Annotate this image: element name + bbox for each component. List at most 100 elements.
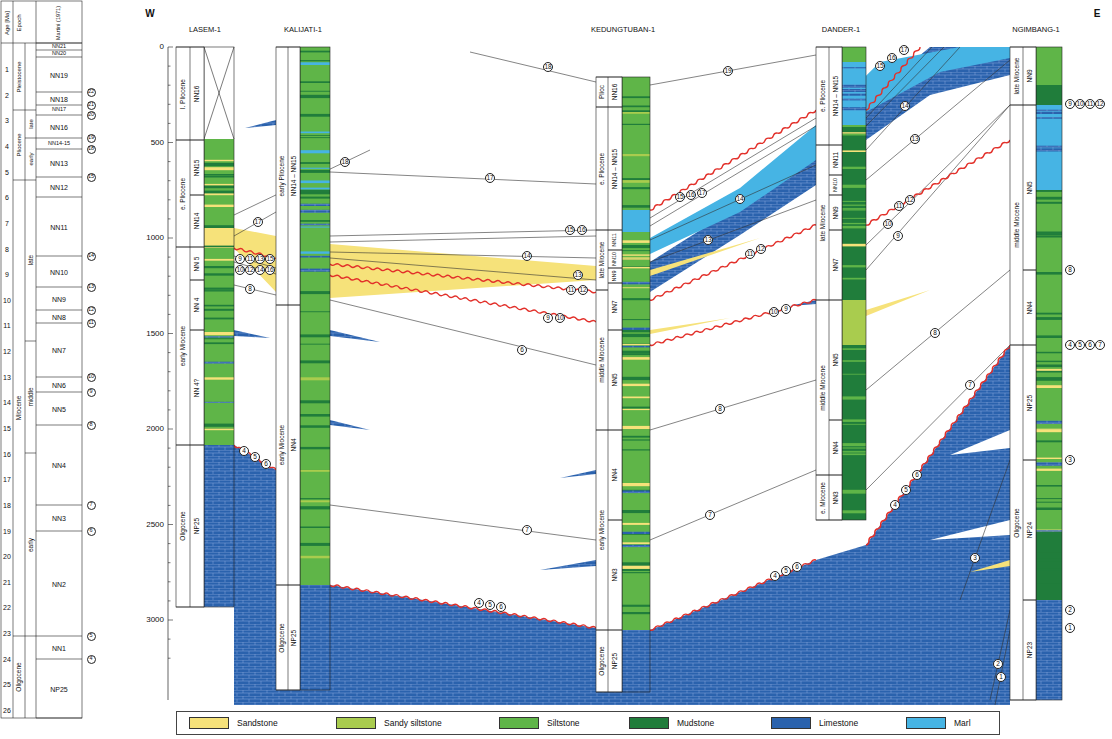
legend-swatch xyxy=(499,717,539,729)
lithology-bed xyxy=(622,407,650,409)
callout-number: 14 xyxy=(87,252,96,261)
age-number: 7 xyxy=(5,220,9,227)
age-boundary xyxy=(176,140,190,141)
callout-number: 12 xyxy=(756,244,766,254)
epoch-label: Pliocene xyxy=(16,133,22,156)
epoch-label: Oligocene xyxy=(16,662,23,691)
depth-tick xyxy=(168,448,171,449)
callout-number: 15 xyxy=(875,61,885,71)
direction-label: W xyxy=(145,9,154,19)
lithology-bed xyxy=(1036,440,1062,442)
callout-number: 1 xyxy=(996,672,1006,682)
callout-number: 16 xyxy=(686,190,696,200)
lithology-interval xyxy=(204,139,234,228)
zone-label: NN14 – NN15 xyxy=(832,76,839,116)
timescale-frame xyxy=(1,1,82,718)
zone-boundary xyxy=(829,230,842,231)
correlation-line xyxy=(866,105,1010,270)
callout-number: 7 xyxy=(1095,340,1105,350)
legend-swatch xyxy=(906,717,946,729)
depth-tick xyxy=(168,123,171,124)
lithology-bed xyxy=(622,562,650,565)
age-boundary xyxy=(816,475,829,476)
lithology-bed xyxy=(1036,236,1062,238)
lithology-column xyxy=(204,47,234,607)
legend-swatch xyxy=(629,717,669,729)
lithology-bed xyxy=(204,402,234,403)
lithology-bed xyxy=(300,150,330,153)
lithology-bed xyxy=(842,210,866,211)
age-number: 23 xyxy=(3,630,11,637)
lithology-bed xyxy=(300,220,330,222)
lithology-bed xyxy=(300,269,330,272)
lithology-bed xyxy=(842,491,866,494)
zone-boundary xyxy=(608,520,622,521)
stratigraphy-column xyxy=(276,47,300,690)
depth-tick xyxy=(168,505,171,506)
age-boundary xyxy=(1010,105,1023,106)
callout-number: 7 xyxy=(705,510,715,520)
correlation-line xyxy=(866,345,1010,490)
zone-boundary xyxy=(36,310,82,311)
lithology-bed xyxy=(1036,530,1062,531)
lithology-bed xyxy=(204,332,234,334)
age-label: e. Pliocene xyxy=(819,80,826,112)
lithology-bed xyxy=(1036,429,1062,432)
callout-number: 12 xyxy=(578,285,588,295)
age-number: 25 xyxy=(3,681,11,688)
lithology-bed xyxy=(622,426,650,429)
lithology-bed xyxy=(622,566,650,569)
callout-number: 10 xyxy=(87,373,96,382)
callout-number: 5 xyxy=(485,600,495,610)
lithology-bed xyxy=(842,223,866,224)
depth-tick xyxy=(168,85,171,86)
lithology-interval xyxy=(842,125,866,300)
legend-text: Sandstone xyxy=(237,719,278,728)
zone-boundary xyxy=(608,268,622,269)
age-number: 16 xyxy=(3,451,11,458)
lithology-bed xyxy=(622,545,650,547)
lithology-bed xyxy=(842,348,866,350)
callout-number: 16 xyxy=(887,53,897,63)
age-label: early Pliocene xyxy=(279,156,286,197)
well-columns xyxy=(176,47,1062,700)
correlation-line xyxy=(330,300,596,365)
callout-number: 18 xyxy=(543,62,553,72)
lithology-bed xyxy=(204,305,234,307)
epoch-label: Miocene xyxy=(16,396,23,421)
zone-boundary xyxy=(608,107,622,108)
lithology-bed xyxy=(842,265,866,267)
age-number: 2 xyxy=(5,92,9,99)
lithology-bed xyxy=(300,377,330,380)
lithology-interval xyxy=(1036,47,1062,85)
zone-boundary xyxy=(1023,345,1036,346)
lithology-bed xyxy=(622,254,650,255)
zone-boundary xyxy=(36,718,82,719)
callout-number: 6 xyxy=(912,470,922,480)
lithology-bed xyxy=(622,357,650,360)
zone-boundary xyxy=(1023,600,1036,601)
zone-boundary xyxy=(608,520,622,521)
lithology-bed xyxy=(1036,234,1062,236)
stratigraphy-column xyxy=(816,47,842,520)
callout-number: 1 xyxy=(1065,623,1075,633)
lithology-bed xyxy=(622,346,650,348)
callout-number: 4 xyxy=(1065,340,1075,350)
lithology-interval xyxy=(1036,530,1062,600)
lithology-bed xyxy=(622,257,650,259)
age-boundary xyxy=(176,247,190,248)
lithology-bed xyxy=(204,288,234,290)
lithology-bed xyxy=(1036,502,1062,503)
zone-boundary xyxy=(608,107,622,108)
correlation-line xyxy=(650,165,816,240)
lithology-bed xyxy=(204,160,234,161)
limestone-tongue xyxy=(560,470,596,478)
lithology-bed xyxy=(204,163,234,166)
epoch-boundary xyxy=(13,636,36,637)
zone-boundary xyxy=(608,283,622,284)
lithology-bed xyxy=(300,400,330,403)
lithology-bed xyxy=(1036,352,1062,354)
age-boundary xyxy=(596,77,608,78)
